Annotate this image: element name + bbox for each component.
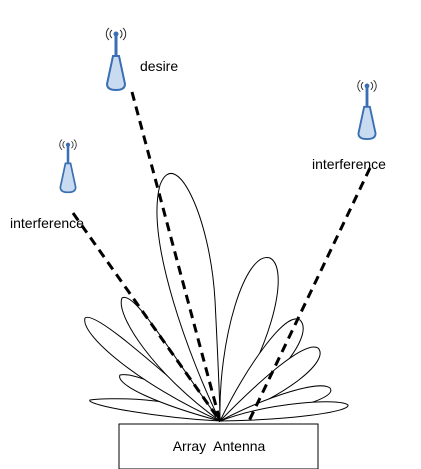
interference-path-left: [71, 212, 222, 422]
desired-transmitter-icon: [104, 26, 128, 92]
interference-path-right: [247, 167, 372, 422]
interference-transmitter-left-icon: [58, 138, 78, 194]
radiation-pattern: [84, 172, 349, 423]
array-antenna-box: [118, 423, 319, 469]
desired-signal-path: [130, 91, 222, 422]
desired-signal-label: desire: [140, 58, 178, 74]
array-antenna-label: Array Antenna: [173, 438, 266, 454]
interference-right-label: interference: [312, 156, 386, 172]
side-lobe-right: [219, 346, 321, 422]
interference-transmitter-right-icon: [356, 78, 378, 141]
interference-left-label: interference: [10, 215, 84, 231]
